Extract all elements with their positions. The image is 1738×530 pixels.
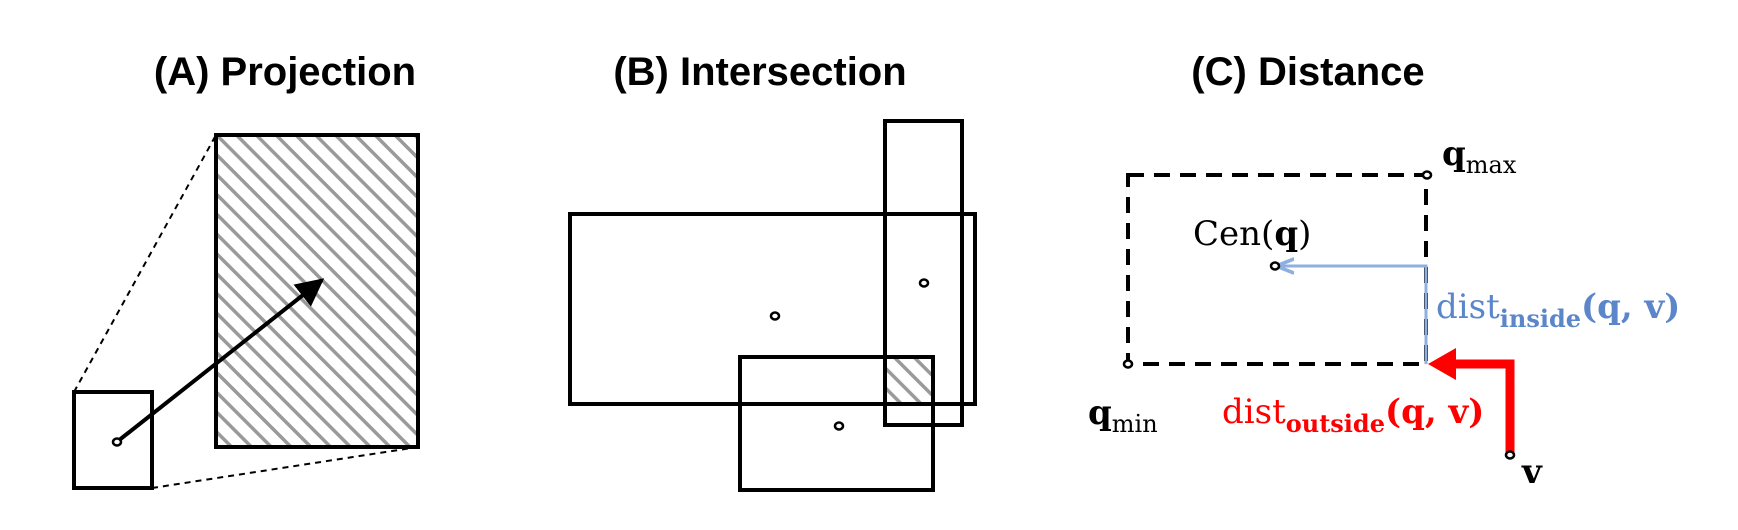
outside-distance-path — [1450, 359, 1515, 455]
wide-box-center — [769, 311, 781, 321]
tall-box-center — [918, 278, 930, 288]
center-point — [1269, 261, 1281, 271]
intersection-title: (B) Intersection — [613, 50, 906, 94]
wide-box — [568, 212, 977, 406]
distance-title: (C) Distance — [1191, 50, 1424, 94]
projection-arrow — [116, 278, 325, 443]
bottom-box — [738, 355, 935, 492]
projection-guide-bottom — [151, 446, 419, 489]
panel-intersection: (B) Intersection — [568, 50, 977, 492]
center-label: Cen(q) — [1193, 214, 1311, 254]
q-min-point — [1122, 359, 1134, 369]
dist-outside-label: distoutside(q, v) — [1222, 392, 1484, 438]
projected-box — [214, 133, 420, 449]
source-center-point — [111, 437, 123, 447]
q-max-label: qmax — [1442, 134, 1517, 179]
dist-inside-label: distinside(q, v) — [1436, 287, 1680, 333]
source-box — [72, 390, 154, 490]
projection-title: (A) Projection — [154, 50, 416, 94]
v-point — [1504, 450, 1516, 460]
q-min-label: qmin — [1088, 393, 1158, 438]
v-label: v — [1521, 452, 1543, 492]
outside-arrowhead — [1428, 348, 1456, 380]
bottom-box-center — [833, 421, 845, 431]
tall-box — [883, 119, 964, 427]
projection-guide-top — [73, 134, 217, 393]
panel-distance: (C) Distance qmax qmin Cen(q) distinside… — [1088, 50, 1680, 492]
inside-distance-path — [1278, 266, 1428, 364]
panel-projection: (A) Projection — [72, 50, 420, 490]
intersection-region — [885, 357, 933, 405]
q-max-point — [1421, 170, 1433, 180]
